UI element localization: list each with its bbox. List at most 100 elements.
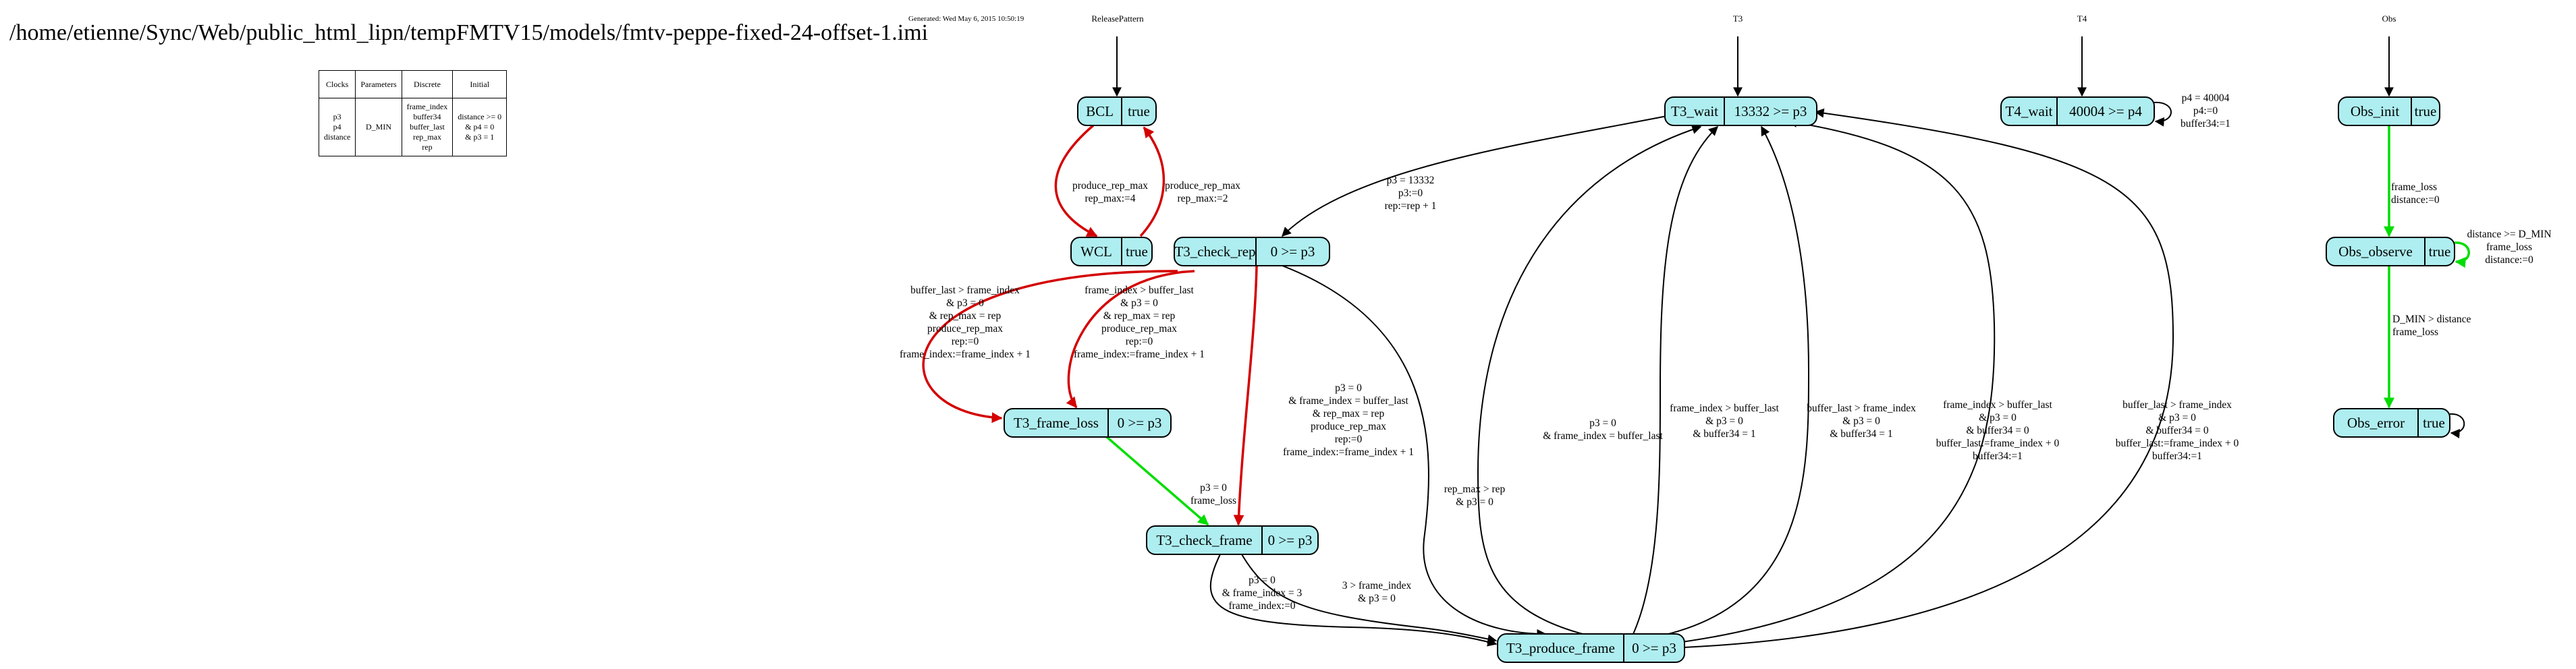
- transition-label-line: & frame_index = buffer_last: [1288, 395, 1408, 407]
- transition-label-line: frame_loss: [1190, 495, 1236, 506]
- transition-label-line: frame_index > buffer_last: [1085, 285, 1194, 296]
- state-invariant: true: [1126, 243, 1148, 260]
- transition-label-line: & rep_max = rep: [1313, 408, 1385, 419]
- transition-label-line: & rep_max = rep: [929, 310, 1002, 322]
- state-box: [2326, 237, 2455, 266]
- transition-label-line: buffer_last > frame_index: [2122, 399, 2232, 411]
- transition-label: p3 = 0& frame_index = buffer_last& rep_m…: [1283, 382, 1414, 458]
- transition-produce-wait-1: [1477, 125, 1702, 635]
- transition-label-line: & buffer34 = 1: [1693, 428, 1755, 440]
- transition-label-line: & p3 = 0: [946, 297, 984, 309]
- transition-frameloss-checkframe: [1105, 436, 1209, 526]
- state-name: T3_wait: [1671, 103, 1718, 119]
- transition-label: buffer_last > frame_index& p3 = 0& buffe…: [2116, 399, 2239, 462]
- initial-item: & p3 = 1: [465, 132, 495, 142]
- transition-label-line: buffer_last:=frame_index + 0: [2116, 438, 2239, 449]
- transition-label-line: produce_rep_max: [1311, 421, 1386, 432]
- state-box: [1070, 237, 1153, 266]
- state-invariant: 0 >= p3: [1118, 415, 1162, 431]
- transition-label: p3 = 0& frame_index = buffer_last: [1543, 417, 1663, 442]
- transition-label-line: frame_loss: [2392, 326, 2438, 338]
- transition-label-line: & p3 = 0: [1358, 593, 1396, 604]
- transition-label-line: & p3 = 0: [1979, 412, 2017, 424]
- cell-clocks: p3 p4 distance: [318, 98, 356, 156]
- state-invariant: true: [1128, 103, 1150, 119]
- transition-label: frame_index > buffer_last& p3 = 0& buffe…: [1670, 403, 1779, 440]
- state-box: [1664, 96, 1817, 126]
- transition-label-line: rep:=rep + 1: [1385, 200, 1437, 212]
- transition-checkrep-frameloss-a: [922, 270, 1178, 424]
- transition-label-line: p3 = 0: [1200, 482, 1227, 494]
- state-invariant: true: [2415, 103, 2437, 119]
- transition-label-line: rep_max:=2: [1177, 193, 1228, 204]
- transition-label-line: frame_index:=frame_index + 1: [900, 349, 1031, 360]
- header-discrete: Discrete: [401, 70, 454, 98]
- transition-label-line: buffer_last > frame_index: [1807, 403, 1916, 414]
- transition-label-line: p3:=0: [1398, 187, 1423, 199]
- transition-label-line: distance:=0: [2391, 194, 2440, 206]
- transition-label-line: & p3 = 0: [1120, 297, 1158, 309]
- state-box: [1077, 96, 1157, 126]
- transition-label: 3 > frame_index& p3 = 0: [1342, 580, 1412, 604]
- transition-t4-self: [2154, 101, 2172, 127]
- transition-produce-wait-5: [1683, 108, 2174, 648]
- state-name: T3_frame_loss: [1014, 415, 1099, 431]
- clock-item: p3: [333, 112, 341, 121]
- transition-label-line: p4:=0: [2193, 105, 2218, 117]
- state-invariant: 0 >= p3: [1271, 243, 1315, 260]
- transition-label-line: produce_rep_max: [1165, 180, 1240, 192]
- transition-label-line: buffer34:=1: [1973, 450, 2023, 462]
- transition-label-line: & frame_index = 3: [1222, 587, 1303, 599]
- transition-label-line: & p3 = 0: [2158, 412, 2196, 424]
- state-box: [1497, 633, 1685, 663]
- parameter-item: D_MIN: [365, 122, 391, 132]
- state-name: Obs_init: [2351, 103, 2400, 119]
- transition-checkframe-produce-b: [1241, 554, 1498, 644]
- header-clocks: Clocks: [318, 70, 356, 98]
- automaton-name-obs: Obs: [2382, 13, 2396, 24]
- generated-timestamp: Generated: Wed May 6, 2015 10:50:19: [908, 15, 1024, 23]
- state-box: [2333, 408, 2450, 438]
- transition-label-line: produce_rep_max: [927, 323, 1003, 334]
- transition-label-line: buffer_last > frame_index: [910, 285, 1020, 296]
- transition-label-line: rep:=0: [1335, 434, 1363, 445]
- cell-parameters: D_MIN: [355, 98, 402, 156]
- transition-label-line: & buffer34 = 0: [2145, 425, 2209, 436]
- state-name: Obs_observe: [2338, 243, 2413, 260]
- transition-label-line: frame_index > buffer_last: [1943, 399, 2052, 411]
- transition-label-line: frame_index:=0: [1228, 600, 1295, 612]
- automaton-name-releasepattern: ReleasePattern: [1091, 13, 1144, 24]
- variables-table: Clocks Parameters Discrete Initial p3 p4…: [318, 70, 508, 156]
- state-name: T3_check_frame: [1156, 532, 1252, 548]
- transition-label: buffer_last > frame_index& p3 = 0& buffe…: [1807, 403, 1916, 440]
- transition-label-line: rep_max:=4: [1085, 193, 1135, 204]
- transition-label-line: buffer_last:=frame_index + 0: [1936, 438, 2060, 449]
- transition-bcl-wcl: [1054, 124, 1098, 237]
- discrete-item: rep_max: [412, 132, 441, 142]
- transition-label-line: D_MIN > distance: [2392, 314, 2471, 325]
- transition-produce-wait-3: [1653, 125, 1810, 638]
- transition-label-line: & buffer34 = 0: [1966, 425, 2029, 436]
- transition-label-line: p3 = 0: [1589, 417, 1616, 429]
- transition-label-line: frame_index > buffer_last: [1670, 403, 1779, 414]
- transition-checkframe-produce-a: [1209, 554, 1498, 647]
- clock-item: distance: [324, 132, 351, 142]
- clock-item: p4: [333, 122, 341, 132]
- transition-label-line: p3 = 13332: [1387, 175, 1435, 186]
- transition-label-line: produce_rep_max: [1101, 323, 1177, 334]
- transition-label-line: & p3 = 0: [1456, 496, 1493, 508]
